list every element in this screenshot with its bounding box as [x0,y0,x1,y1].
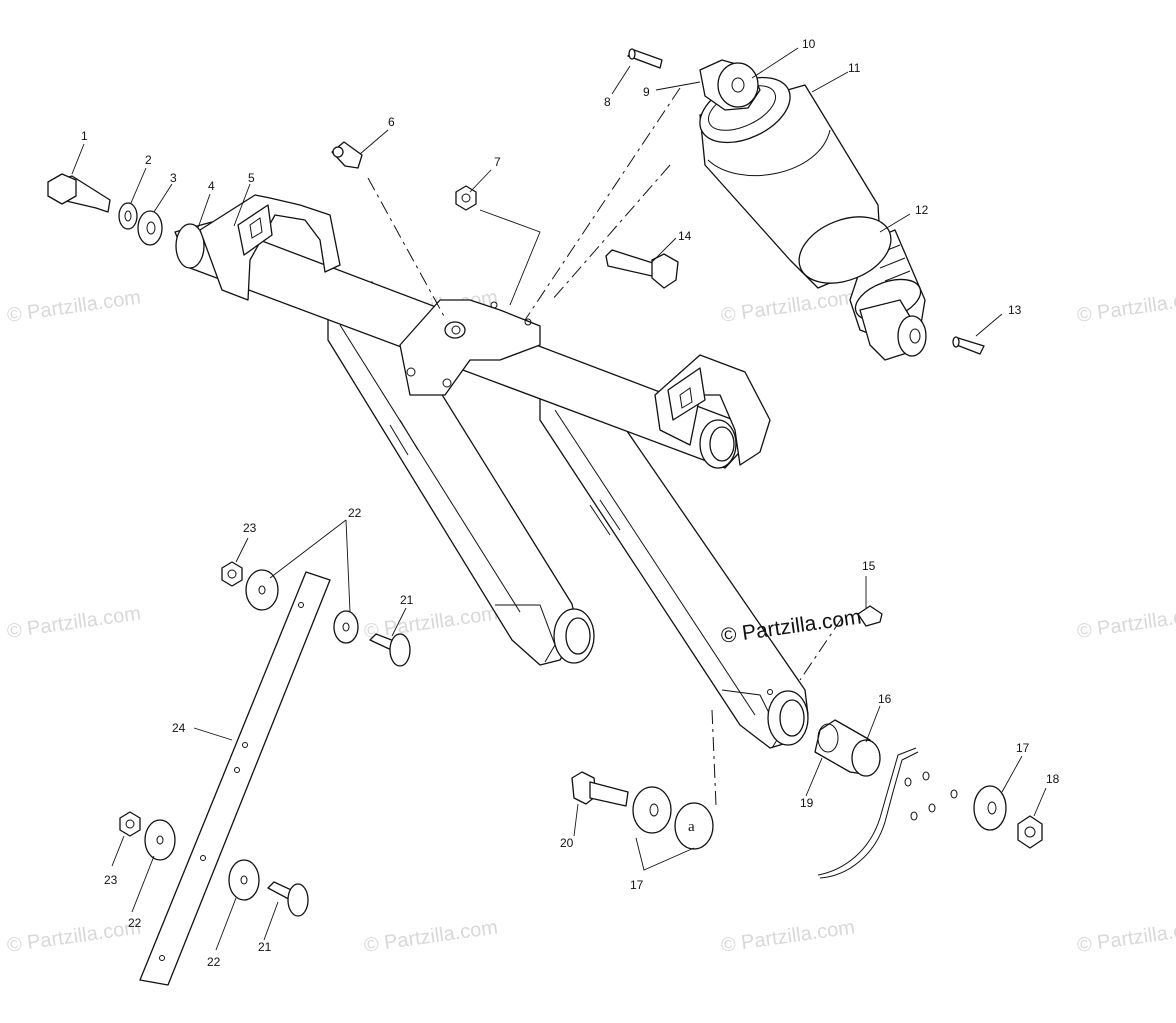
nut-7[interactable] [455,185,477,211]
watermark: © Partzilla.com [363,916,500,957]
skid-curve[interactable] [817,747,919,879]
callout-18: 18 [1046,772,1060,786]
callout-11: 11 [848,61,861,75]
right-arm[interactable] [539,369,809,749]
assembly-lines [367,87,843,806]
callout-9: 9 [643,85,650,99]
nut-23-bottom[interactable] [119,811,141,837]
leader-lines [71,47,1047,951]
callout-17-bottom: 17 [630,878,644,892]
washer-3[interactable] [137,210,163,246]
callout-5: 5 [248,171,255,185]
callout-21-top: 21 [400,593,414,607]
callout-22-top: 22 [348,506,362,520]
callout-20: 20 [560,836,574,850]
watermark: © Partzilla.com [720,916,857,957]
strap-24[interactable] [139,571,331,986]
callout-6: 6 [388,115,395,129]
callout-17-right: 17 [1016,741,1030,755]
bolt-1[interactable] [47,173,111,213]
watermark: © Partzilla.com [1076,602,1176,643]
callout-1: 1 [81,129,88,143]
callout-22-bottom-left: 22 [128,916,142,930]
callout-4: 4 [208,179,215,193]
shock-absorber[interactable] [690,59,927,361]
callout-16: 16 [878,692,892,706]
callout-22-bottom: 22 [207,955,221,969]
grease-fitting-6[interactable] [331,141,363,169]
callout-2: 2 [145,153,152,167]
callout-10: 10 [802,37,816,51]
callout-23-bottom: 23 [104,873,118,887]
callout-24: 24 [172,721,186,735]
callout-13: 13 [1008,303,1022,317]
watermark: © Partzilla.com [1076,916,1176,957]
washer-22-top-left[interactable] [245,569,279,611]
callout-12: 12 [915,203,929,217]
watermark: © Partzilla.com [1076,286,1176,327]
watermark: © Partzilla.com [720,286,857,327]
bushing-16[interactable] [814,719,881,777]
bolt-20[interactable] [571,771,629,807]
callout-3: 3 [170,171,177,185]
watermark: © Partzilla.com [6,602,143,643]
left-arm[interactable] [327,281,595,666]
watermark: © Partzilla.com [6,286,143,327]
washer-22-bottom-right[interactable] [228,859,260,901]
pin-13[interactable] [952,336,985,355]
nut-23-top[interactable] [221,561,243,587]
grease-fitting-15[interactable] [857,605,883,627]
callout-8: 8 [604,95,611,109]
washer-17-left[interactable] [632,786,672,834]
washer-22-bottom-left[interactable] [144,819,176,861]
callout-23-top: 23 [243,521,257,535]
cross-tube[interactable] [174,194,771,469]
pin-21-top[interactable] [369,633,411,667]
washer-17-center[interactable]: a [674,802,714,850]
callout-7: 7 [494,155,501,169]
svg-text:a: a [688,819,695,835]
callout-numbers: 1 2 3 4 5 6 7 8 9 10 11 12 13 14 15 16 1… [81,37,1060,969]
bolt-14[interactable] [605,249,679,289]
washer-22-top-right[interactable] [333,610,359,644]
pin-21-bottom[interactable] [267,881,309,917]
callout-21-bottom: 21 [258,940,272,954]
nut-18[interactable] [1017,815,1043,849]
small-holes [904,771,958,821]
pin-8[interactable] [627,48,663,69]
callout-14: 14 [678,229,692,243]
watermark: © Partzilla.com [6,916,143,957]
callout-15: 15 [862,559,876,573]
callout-19: 19 [800,796,814,810]
washer-17-right[interactable] [973,785,1007,831]
washer-2[interactable] [118,202,138,230]
